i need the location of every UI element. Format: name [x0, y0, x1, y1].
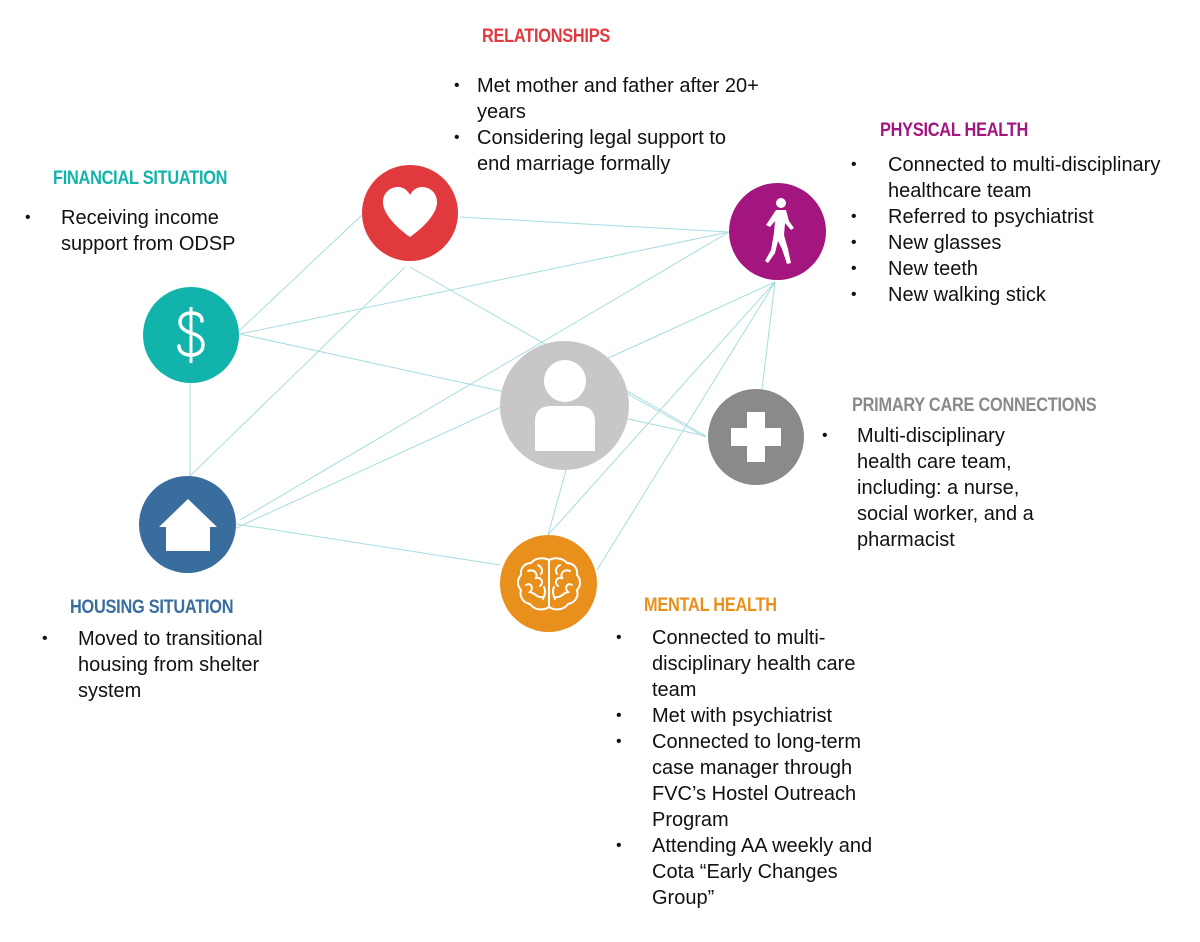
primary-care-heading: PRIMARY CARE CONNECTIONS [852, 395, 1097, 416]
list-item: • Connected to multi-disciplinary health… [851, 154, 1161, 202]
housing-node [139, 476, 236, 573]
mental-health-list: • Connected to multi-disciplinary health… [616, 625, 896, 911]
list-item: • Attending AA weekly and Cota “Early Ch… [616, 835, 873, 909]
mental-health-heading: MENTAL HEALTH [644, 595, 777, 616]
connection-line [547, 469, 567, 536]
bullet: • [851, 156, 857, 173]
mental-health-node [500, 535, 597, 632]
brain-icon [516, 556, 581, 610]
connection-line [239, 231, 730, 521]
bullet: • [851, 208, 857, 225]
connection-line [239, 333, 707, 437]
bullet: • [42, 630, 48, 647]
list-item: • Multi-disciplinary health care team, i… [822, 425, 1034, 551]
list-item: • Met mother and father after 20+ years [454, 75, 759, 123]
list-item: • Referred to psychiatrist [851, 206, 1094, 228]
list-item: • New glasses [851, 232, 1002, 254]
heart-icon [383, 187, 437, 237]
list-item: • Moved to transitional housing from she… [42, 628, 263, 702]
primary-care-node [708, 389, 804, 485]
bullet: • [851, 260, 857, 277]
list-item: • Considering legal support to end marri… [454, 127, 727, 175]
connection-line [239, 214, 363, 331]
connection-line [547, 281, 776, 536]
bullet: • [616, 707, 622, 724]
housing-heading: HOUSING SITUATION [70, 597, 234, 618]
bullet: • [25, 209, 31, 226]
person-icon [534, 359, 595, 451]
connection-line [187, 266, 406, 479]
bullet: • [851, 286, 857, 303]
dollar-icon [177, 307, 205, 363]
person-node [500, 341, 629, 470]
bullet: • [454, 129, 460, 146]
housing-list: • Moved to transitional housing from she… [42, 626, 282, 704]
bullet: • [822, 427, 828, 444]
relationships-list: • Met mother and father after 20+ years … [454, 73, 764, 177]
connection-line [235, 523, 501, 566]
list-item: • Met with psychiatrist [616, 705, 833, 727]
financial-heading: FINANCIAL SITUATION [53, 168, 228, 189]
list-item: • Receiving income support from ODSP [25, 207, 236, 255]
physical-health-list: • Connected to multi-disciplinary health… [851, 152, 1191, 308]
financial-node [143, 287, 239, 383]
running-person-icon [764, 197, 794, 264]
list-item: • Connected to multi-disciplinary health… [616, 627, 856, 701]
financial-list: • Receiving income support from ODSP [25, 205, 285, 257]
bullet: • [616, 733, 622, 750]
primary-care-list: • Multi-disciplinary health care team, i… [822, 423, 1062, 553]
list-item: • New walking stick [851, 284, 1046, 306]
house-icon [158, 498, 217, 551]
physical-health-node [729, 183, 826, 280]
relationships-heading: RELATIONSHIPS [482, 26, 610, 47]
connection-line [239, 231, 730, 335]
connection-line [459, 216, 730, 233]
bullet: • [616, 629, 622, 646]
connection-line [761, 281, 776, 390]
physical-health-heading: PHYSICAL HEALTH [880, 120, 1029, 141]
bullet: • [616, 837, 622, 854]
list-item: • Connected to long-term case manager th… [616, 731, 862, 831]
medical-cross-icon [731, 412, 781, 462]
list-item: • New teeth [851, 258, 979, 280]
bullet: • [454, 77, 460, 94]
bullet: • [851, 234, 857, 251]
relationships-node [362, 165, 458, 261]
